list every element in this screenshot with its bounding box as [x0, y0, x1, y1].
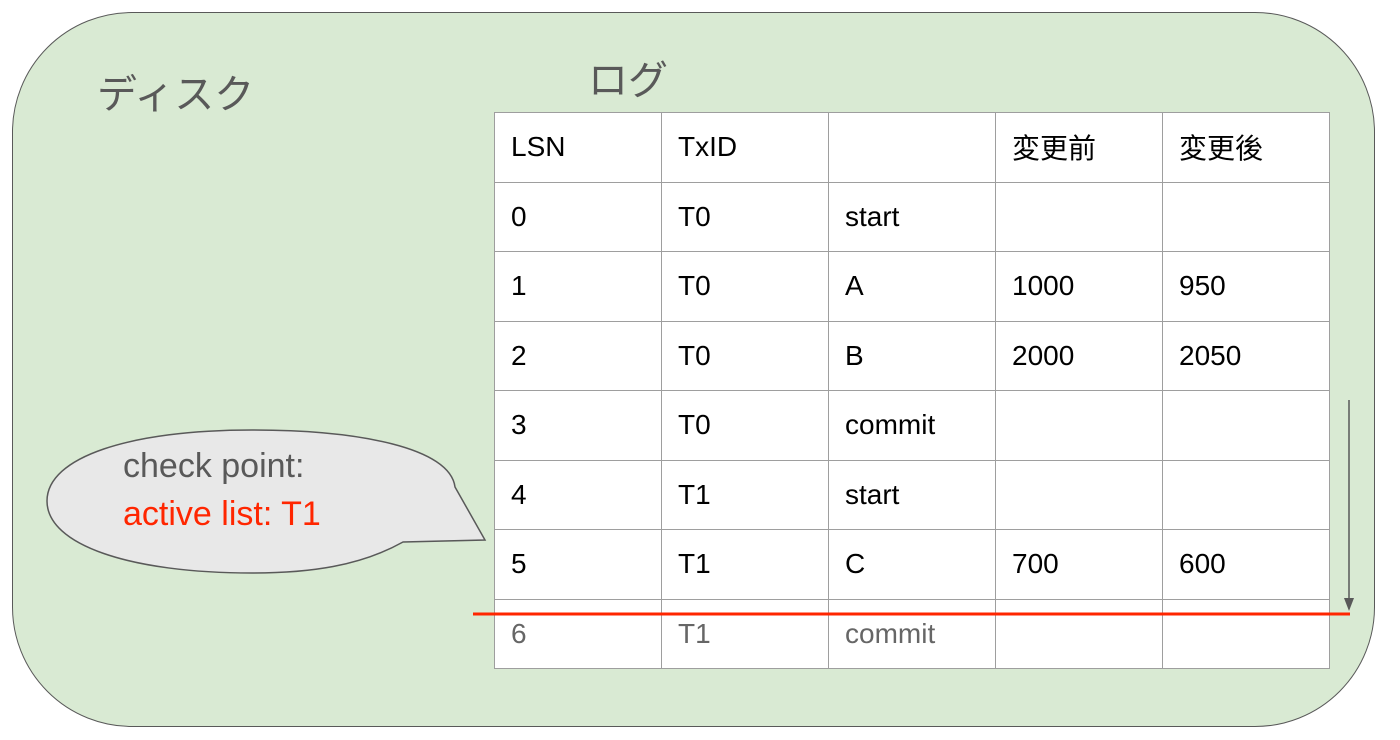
cell-operation: start [828, 459, 996, 530]
cell-lsn: 1 [494, 251, 662, 322]
cell-before: 1000 [995, 251, 1163, 322]
cell-operation: A [828, 251, 996, 322]
cell-operation: commit [828, 390, 996, 461]
checkpoint-callout-text: check point: active list: T1 [123, 442, 321, 538]
cell-before [995, 459, 1163, 530]
log-row-unflushed: 6 T1 commit [494, 598, 1330, 669]
cell-after: 2050 [1162, 320, 1330, 391]
header-cell-after: 変更後 [1162, 112, 1330, 183]
cell-txid: T0 [661, 251, 829, 322]
cell-txid: T0 [661, 390, 829, 461]
cell-before [995, 181, 1163, 252]
header-cell-lsn: LSN [494, 112, 662, 183]
header-cell-operation [828, 112, 996, 183]
log-row: 5 T1 C 700 600 [494, 529, 1330, 600]
cell-after [1162, 598, 1330, 669]
cell-txid: T1 [661, 529, 829, 600]
cell-txid: T1 [661, 598, 829, 669]
cell-lsn: 3 [494, 390, 662, 461]
cell-after: 600 [1162, 529, 1330, 600]
cell-operation: start [828, 181, 996, 252]
header-cell-before: 変更前 [995, 112, 1163, 183]
cell-txid: T0 [661, 320, 829, 391]
cell-lsn: 0 [494, 181, 662, 252]
log-header-row: LSN TxID 変更前 変更後 [494, 112, 1330, 183]
cell-after [1162, 390, 1330, 461]
cell-before: 700 [995, 529, 1163, 600]
log-row: 1 T0 A 1000 950 [494, 251, 1330, 322]
disk-label: ディスク [97, 72, 255, 118]
cell-operation: commit [828, 598, 996, 669]
cell-after [1162, 181, 1330, 252]
cell-lsn: 5 [494, 529, 662, 600]
cell-operation: B [828, 320, 996, 391]
cell-before [995, 598, 1163, 669]
cell-lsn: 2 [494, 320, 662, 391]
log-row: 4 T1 start [494, 459, 1330, 530]
cell-lsn: 6 [494, 598, 662, 669]
active-list-label: active list: T1 [123, 495, 321, 533]
cell-after: 950 [1162, 251, 1330, 322]
log-row: 0 T0 start [494, 181, 1330, 252]
cell-txid: T0 [661, 181, 829, 252]
cell-after [1162, 459, 1330, 530]
log-label: ログ [588, 58, 668, 104]
checkpoint-label: check point: [123, 447, 305, 485]
log-table: LSN TxID 変更前 変更後 0 T0 start 1 T0 A 1000 … [494, 112, 1330, 669]
cell-lsn: 4 [494, 459, 662, 530]
cell-txid: T1 [661, 459, 829, 530]
log-row: 2 T0 B 2000 2050 [494, 320, 1330, 391]
header-cell-txid: TxID [661, 112, 829, 183]
cell-before: 2000 [995, 320, 1163, 391]
cell-before [995, 390, 1163, 461]
log-row: 3 T0 commit [494, 390, 1330, 461]
cell-operation: C [828, 529, 996, 600]
